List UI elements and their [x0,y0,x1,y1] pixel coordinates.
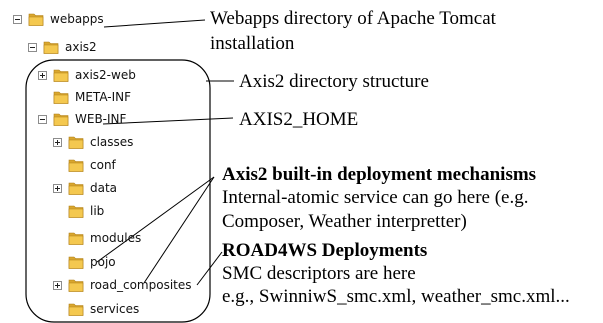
folder-icon [68,230,84,246]
tree-item-web-inf[interactable]: WEB-INF [38,110,126,128]
connector-builtin-services [143,176,215,284]
folder-icon [53,111,69,127]
folder-icon [68,254,84,270]
folder-icon [68,134,84,150]
webapps-note-line2: installation [210,33,295,54]
axis2-structure-outline [25,59,211,323]
tree-item-label: modules [90,231,142,245]
tree-item-axis2-web[interactable]: axis2-web [38,66,136,84]
tree-item-label: axis2 [65,40,97,54]
tree-item-label: WEB-INF [75,112,127,126]
tree-item-label: classes [90,135,134,149]
folder-icon [68,203,84,219]
folder-icon [68,301,84,317]
tree-item-label: road_composites [90,278,192,292]
folder-icon [68,277,84,293]
folder-icon [68,157,84,173]
tree-item-label: META-INF [75,90,132,104]
folder-icon [28,11,44,27]
folder-icon [53,67,69,83]
tree-item-label: webapps [50,12,104,26]
folder-icon [53,89,69,105]
folder-icon [43,39,59,55]
tree-item-classes[interactable]: classes [53,133,133,151]
tree-item-label: lib [90,204,105,218]
tree-item-label: data [90,181,118,195]
axis2-structure-note: Axis2 directory structure [239,71,429,92]
road4ws-line2: e.g., SwinniwS_smc.xml, weather_smc.xml.… [222,286,570,307]
axis2-home-note: AXIS2_HOME [239,109,359,130]
road4ws-line1: SMC descriptors are here [222,263,416,284]
road4ws-title: ROAD4WS Deployments [222,240,428,261]
expand-toggle-icon[interactable] [53,183,62,193]
expand-toggle-icon[interactable] [53,280,62,290]
expand-toggle-icon[interactable] [38,70,47,80]
tree-item-label: conf [90,158,116,172]
webapps-note-line1: Webapps directory of Apache Tomcat [210,8,496,29]
tree-item-webapps[interactable]: webapps [13,10,104,28]
builtin-line1: Internal-atomic service can go here (e.g… [222,187,529,208]
tree-item-lib[interactable]: lib [53,202,104,220]
tree-item-label: axis2-web [75,68,136,82]
collapse-toggle-icon[interactable] [38,114,47,124]
collapse-toggle-icon[interactable] [28,42,37,52]
connector-webapps [103,19,206,28]
builtin-title: Axis2 built-in deployment mechanisms [222,164,537,185]
builtin-line2: Composer, Weather interpretter) [222,211,467,232]
tree-item-conf[interactable]: conf [53,156,116,174]
tree-item-services[interactable]: services [53,300,139,318]
tree-item-meta-inf[interactable]: META-INF [38,88,131,106]
folder-icon [68,180,84,196]
collapse-toggle-icon[interactable] [13,14,22,24]
tree-item-pojo[interactable]: pojo [53,253,116,271]
connector-builtin-pojo [96,176,215,263]
tree-item-data[interactable]: data [53,179,117,197]
tree-item-label: pojo [90,255,116,269]
tree-item-road-composites[interactable]: road_composites [53,276,192,294]
connector-road4ws [196,251,223,286]
connector-axis2-home [102,117,234,125]
tree-item-axis2[interactable]: axis2 [28,38,97,56]
expand-toggle-icon[interactable] [53,137,62,147]
tree-item-label: services [90,302,140,316]
tree-item-modules[interactable]: modules [53,229,141,247]
